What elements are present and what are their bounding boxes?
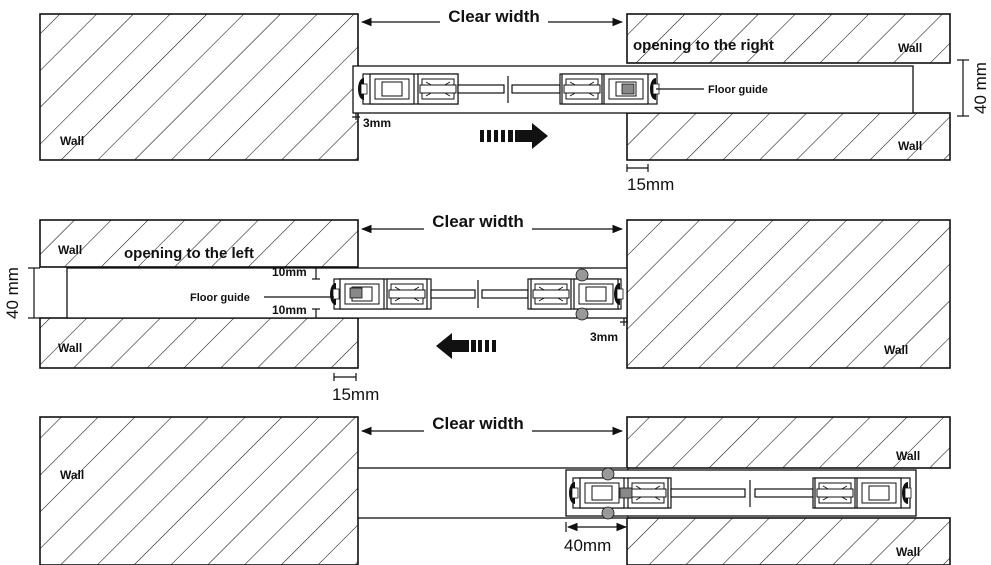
wall-label: Wall — [60, 468, 84, 482]
clear-width-label: Clear width — [432, 414, 524, 433]
wall-label: Wall — [58, 341, 82, 355]
wall-label: Wall — [58, 243, 82, 257]
wall-right-bottom — [626, 517, 951, 565]
wall-label: Wall — [60, 134, 84, 148]
wall-right-top — [626, 13, 951, 64]
direction-arrow-right-icon — [480, 123, 548, 149]
offset-label: 15mm — [332, 385, 379, 404]
diagram-opening-right: Clear width opening to the right Wall Wa… — [39, 7, 990, 194]
clear-width-label: Clear width — [448, 7, 540, 26]
wall-left-bottom — [39, 317, 359, 369]
depth-label: 40 mm — [3, 267, 22, 319]
wall-right — [626, 219, 951, 369]
direction-arrow-left-icon — [436, 333, 496, 359]
stop-ball-icon — [575, 268, 589, 282]
gap-label: 3mm — [363, 116, 391, 130]
stop-ball-icon — [575, 307, 589, 321]
wall-left-top — [39, 219, 359, 268]
wall-label: Wall — [898, 41, 922, 55]
stop-ball-icon — [601, 467, 615, 481]
gap-label: 3mm — [590, 330, 618, 344]
wall-label: Wall — [896, 545, 920, 559]
wall-right-top — [626, 416, 951, 469]
stop-ball-icon — [601, 506, 615, 520]
wall-label: Wall — [884, 343, 908, 357]
wall-label: Wall — [896, 449, 920, 463]
floor-guide-label: Floor guide — [708, 84, 768, 96]
offset-label: 15mm — [627, 175, 674, 194]
door-track — [329, 268, 624, 321]
opening-label: opening to the right — [633, 37, 774, 54]
floor-guide-label: Floor guide — [190, 292, 250, 304]
clear-width-label: Clear width — [432, 212, 524, 231]
diagram-opening-left: Clear width opening to the left Wall Wal… — [3, 212, 951, 404]
wall-label: Wall — [898, 139, 922, 153]
door-track — [568, 467, 912, 520]
clearance-label: 10mm — [272, 265, 307, 279]
depth-label: 40 mm — [971, 62, 990, 114]
wall-left — [39, 13, 359, 161]
opening-label: opening to the left — [124, 245, 254, 262]
offset-label: 40mm — [564, 536, 611, 555]
clearance-label: 10mm — [272, 303, 307, 317]
wall-right-bottom — [626, 112, 951, 161]
door-track — [357, 73, 660, 105]
wall-left — [39, 416, 359, 565]
diagram-stop-position: Clear width Wall Wall Wall 40mm — [39, 414, 951, 565]
